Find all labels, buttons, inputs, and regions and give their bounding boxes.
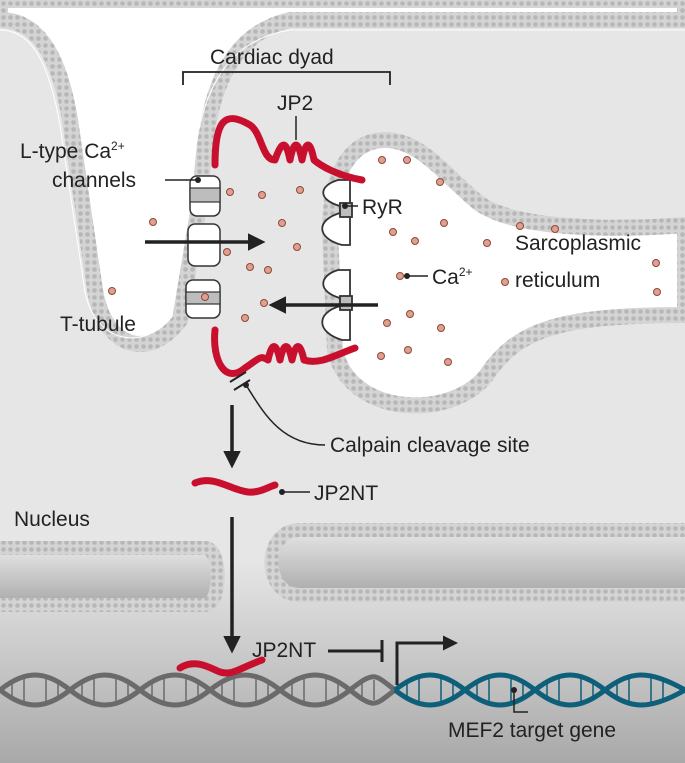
calcium-ion [403, 156, 411, 164]
calcium-ion [436, 178, 444, 186]
calcium-ion [411, 237, 419, 245]
mef2-target-gene-label: MEF2 target gene [448, 719, 616, 742]
l-type-leader-dot [195, 177, 201, 183]
calcium-ion [396, 272, 404, 280]
ryr-leader-dot [342, 203, 348, 209]
calcium-ion [652, 259, 660, 267]
calcium-ion [264, 266, 272, 274]
calcium-ion [377, 352, 385, 360]
t-tubule-membrane [0, 0, 685, 352]
calcium-ion [653, 288, 661, 296]
transcription-start-arrow [395, 635, 458, 685]
jp2-lower-protein [211, 326, 359, 377]
ryr-label: RyR [362, 196, 403, 219]
dna-strand-teal [393, 672, 685, 708]
cardiac-dyad-label: Cardiac dyad [210, 46, 334, 69]
jp2nt-fragment-cytoplasm [191, 477, 279, 496]
calpain-leader [245, 384, 326, 446]
calcium-ion [437, 324, 445, 332]
calcium-ion [404, 346, 412, 354]
calcium-ion [258, 191, 266, 199]
sr-membrane [321, 131, 685, 414]
calcium-ion [483, 239, 491, 247]
cardiac-dyad-bracket [182, 71, 391, 85]
t-tubule-label: T-tubule [60, 313, 136, 336]
calcium-ion [293, 243, 301, 251]
calcium-ion [260, 299, 268, 307]
sr-label-line2: reticulum [515, 269, 600, 292]
calcium-ion [516, 222, 524, 230]
calcium-ion [378, 156, 386, 164]
dna-strand-gray [0, 672, 397, 708]
ca-leader-dot [404, 273, 410, 279]
t-tubule-lumen [0, 29, 685, 339]
jp2-upper-protein [211, 115, 366, 184]
calcium-ion [226, 188, 234, 196]
jp2-label: JP2 [277, 92, 313, 115]
calcium-ion [440, 219, 448, 227]
calcium-ion [149, 218, 157, 226]
calcium-ion [246, 263, 254, 271]
inhibition-bar [328, 640, 384, 662]
jp2nt-cytoplasm-label: JP2NT [314, 482, 378, 505]
mef2-leader [513, 690, 528, 713]
l-type-label-line2: channels [52, 169, 136, 192]
calcium-ion [444, 358, 452, 366]
sr-label-line1: Sarcoplasmic [515, 232, 641, 255]
calpain-leader-dot [243, 382, 249, 388]
calcium-label: Ca2+ [432, 265, 473, 289]
dna-rungs-gray [11, 677, 375, 703]
l-type-label-line1: L-type Ca2+ [20, 139, 125, 163]
jp2nt-fragment-nucleus [176, 656, 266, 677]
calcium-ion [278, 219, 286, 227]
calpain-label: Calpain cleavage site [330, 434, 530, 457]
calcium-ion [108, 287, 116, 295]
nuclear-envelope-right [264, 523, 685, 602]
calcium-ion [201, 293, 209, 301]
calcium-ions [108, 156, 661, 366]
nuclear-envelope-left [0, 541, 225, 612]
calcium-ion [406, 310, 414, 318]
dna-rungs-teal [406, 677, 664, 703]
calcium-ion [551, 225, 559, 233]
calcium-ion [389, 228, 397, 236]
calpain-cleavage-mark [229, 371, 251, 391]
calcium-ion [223, 248, 231, 256]
l-type-channel-2 [187, 223, 221, 267]
ryr-receptor-1 [321, 179, 353, 246]
nucleus-label: Nucleus [14, 508, 90, 531]
l-type-channel-1 [189, 175, 221, 217]
jp2nt-nucleus-label: JP2NT [252, 639, 316, 662]
calcium-ion [383, 319, 391, 327]
mef2-leader-dot [511, 687, 517, 693]
jp2nt-cyto-leader-dot [279, 489, 285, 495]
calcium-ion [501, 278, 509, 286]
calcium-ion [241, 314, 249, 322]
calcium-ion [296, 186, 304, 194]
